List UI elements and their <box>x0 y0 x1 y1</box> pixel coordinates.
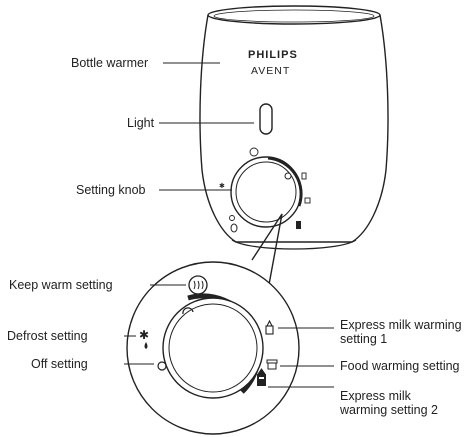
svg-text:✱: ✱ <box>219 182 225 190</box>
label-express-milk-2: Express milk warming setting 2 <box>340 389 438 417</box>
zoomed-knob <box>126 261 300 435</box>
leader-lines <box>124 62 334 388</box>
label-food-warming: Food warming setting <box>340 359 460 373</box>
label-bottle-warmer: Bottle warmer <box>71 56 149 70</box>
brand-avent: AVENT <box>251 65 291 77</box>
circle-icon <box>157 361 167 371</box>
label-light: Light <box>127 116 155 130</box>
label-setting-knob: Setting knob <box>76 183 146 197</box>
bottle-small-icon <box>265 319 274 335</box>
label-keep-warm-setting: Keep warm setting <box>9 278 113 292</box>
food-jar-icon <box>266 359 278 370</box>
snowflake-drop-icon: ✱ <box>139 328 149 349</box>
label-express-milk-1: Express milk warming setting 1 <box>340 318 462 346</box>
svg-text:✱: ✱ <box>139 328 149 342</box>
zoom-callout <box>251 213 283 291</box>
label-off-setting: Off setting <box>31 357 88 371</box>
brand-philips: PHILIPS <box>248 49 298 61</box>
small-setting-knob: ✱ <box>219 147 311 229</box>
label-defrost-setting: Defrost setting <box>7 329 88 343</box>
bottle-warmer-body <box>199 5 389 250</box>
heat-waves-icon <box>188 275 208 295</box>
bottle-large-icon <box>257 368 266 386</box>
light-indicator <box>259 103 273 135</box>
